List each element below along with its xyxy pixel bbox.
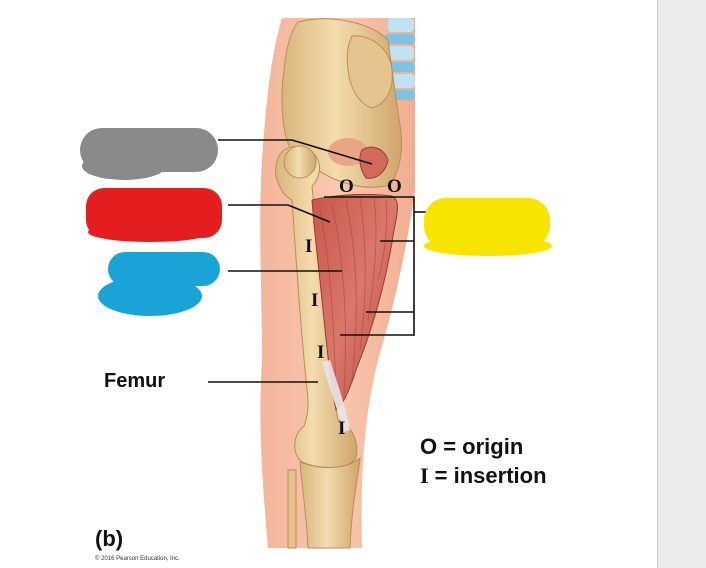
legend-origin: O = origin <box>420 434 524 459</box>
origin-marker-2: O <box>387 176 402 197</box>
tibia-bone <box>299 456 361 549</box>
insertion-marker-3: I <box>317 342 324 363</box>
redaction-red <box>86 188 222 242</box>
redaction-yellow <box>424 198 552 256</box>
sacrum-bone <box>346 35 393 109</box>
insertion-marker-2: I <box>311 290 318 311</box>
insertion-marker-4: I <box>338 418 345 439</box>
femur-label: Femur <box>104 370 166 392</box>
redaction-gray <box>80 128 218 180</box>
muscle-fibers <box>319 197 388 401</box>
leader-lines <box>208 139 430 383</box>
fibula-bone <box>287 469 297 549</box>
origin-marker-1: O <box>339 176 354 197</box>
redaction-cyan <box>98 252 220 316</box>
femoral-head <box>283 145 317 179</box>
legend-insertion-symbol: I <box>420 463 429 488</box>
pectineus-muscle <box>359 146 389 179</box>
page-edge <box>657 0 658 568</box>
panel-label: (b) <box>95 526 124 551</box>
legend-insertion: I = insertion <box>420 463 547 489</box>
gracilis-tendon <box>322 360 350 432</box>
adductor-muscles <box>311 193 398 411</box>
copyright-text: © 2016 Pearson Education, Inc. <box>95 556 180 562</box>
origin-insertion-markers: O O I I I I <box>305 176 402 439</box>
legend-insertion-text: = insertion <box>428 463 547 488</box>
insertion-marker-1: I <box>305 236 312 257</box>
